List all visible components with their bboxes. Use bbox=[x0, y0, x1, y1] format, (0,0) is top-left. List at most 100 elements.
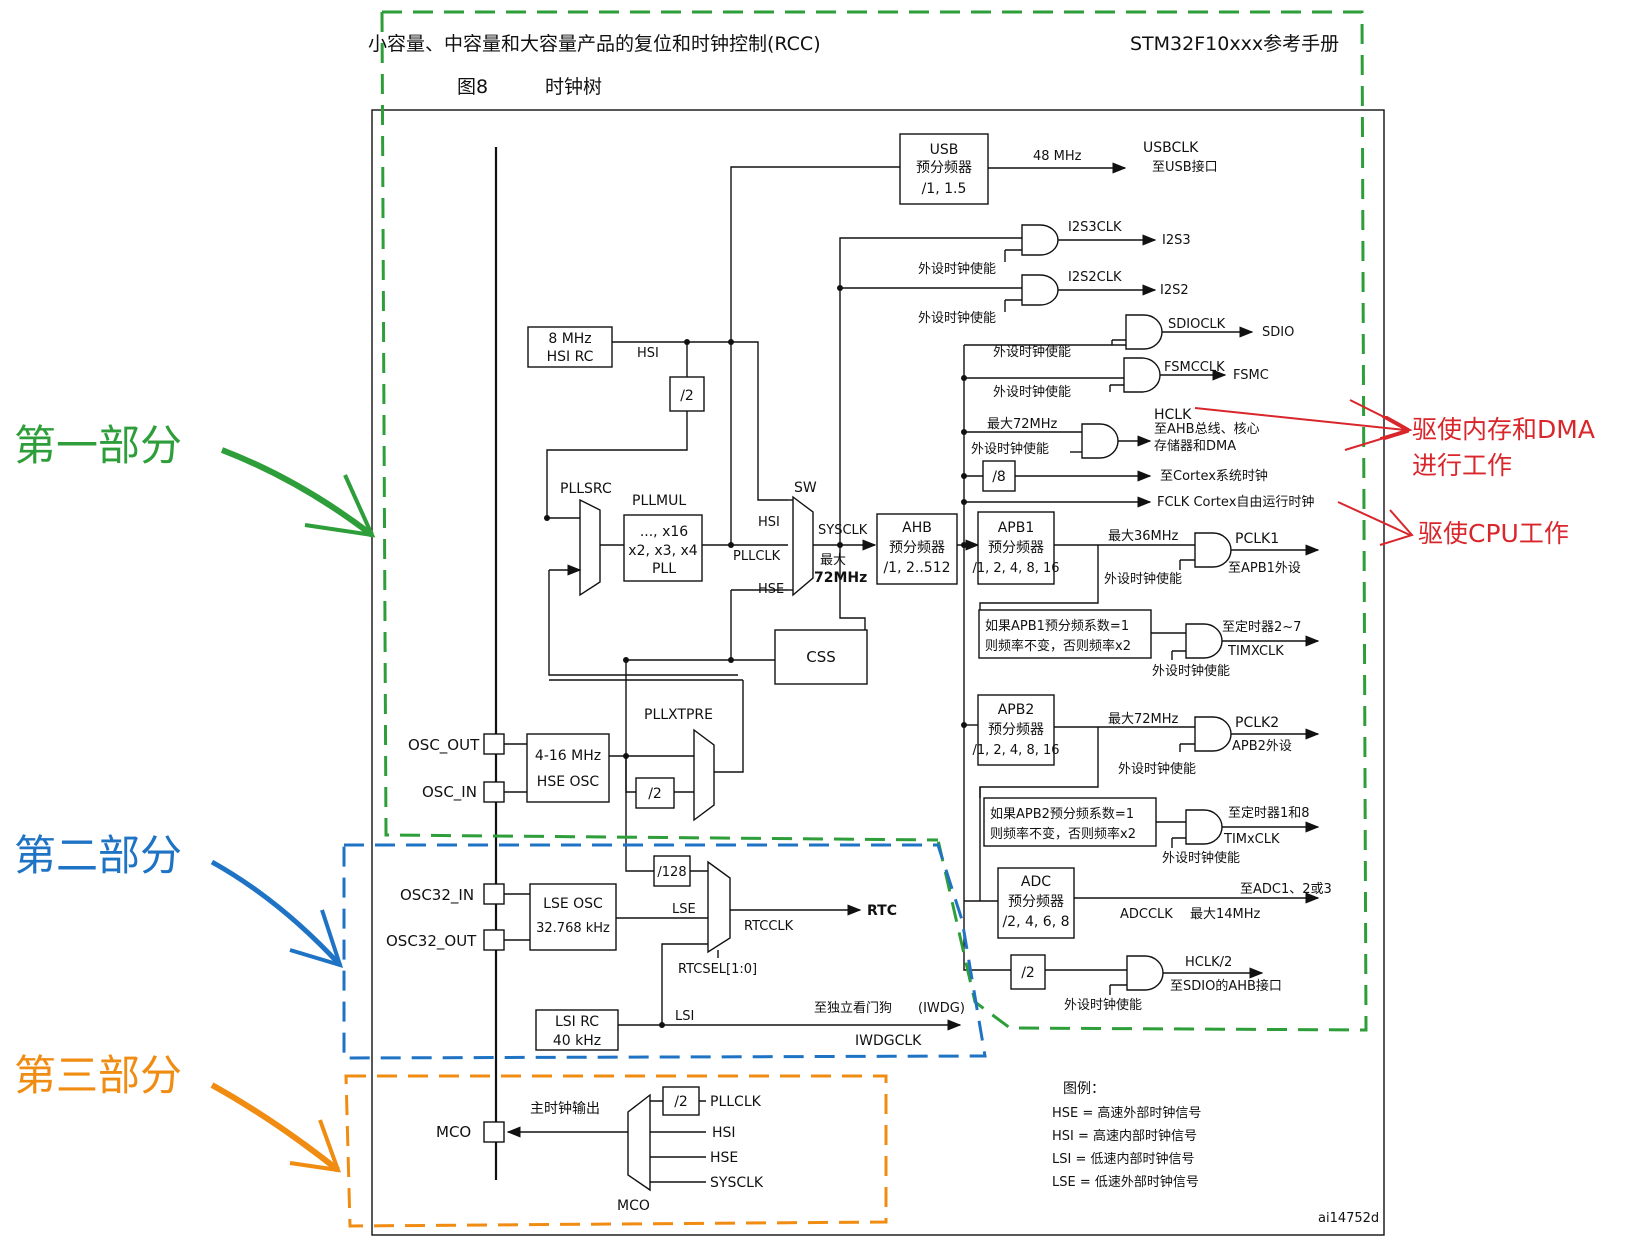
sysclk-label: SYSCLK bbox=[818, 523, 868, 538]
sdioclk-label: SDIOCLK bbox=[1168, 317, 1226, 332]
rtcsel-mux bbox=[707, 860, 731, 954]
lse-div128-label: /128 bbox=[657, 865, 686, 880]
apb2-label-2: 预分频器 bbox=[988, 722, 1044, 738]
part3-region bbox=[344, 1074, 888, 1228]
pll-label-1: ..., x16 bbox=[640, 524, 688, 540]
i2s2-en: 外设时钟使能 bbox=[918, 310, 996, 326]
figure-ref: ai14752d bbox=[1318, 1211, 1379, 1226]
iwdg-label: (IWDG) bbox=[918, 1001, 965, 1016]
header-right: STM32F10xxx参考手册 bbox=[1130, 33, 1339, 55]
css-label: CSS bbox=[806, 648, 836, 666]
cortex-sys-label: 至Cortex系统时钟 bbox=[1160, 468, 1268, 484]
adc-label-3: /2, 4, 6, 8 bbox=[1002, 914, 1069, 930]
hclk-en: 外设时钟使能 bbox=[971, 441, 1049, 457]
hsi-rc-box bbox=[527, 326, 613, 368]
pllxtpre-label: PLLXTPRE bbox=[644, 707, 713, 723]
osc32-in-pin bbox=[483, 883, 505, 905]
fclk-note-arrow bbox=[1337, 501, 1411, 536]
osc-in-pin bbox=[483, 781, 505, 803]
mco-select-label: MCO bbox=[617, 1198, 650, 1214]
rtcclk-label: RTCCLK bbox=[744, 919, 794, 934]
adc-label-2: 预分频器 bbox=[1008, 894, 1064, 910]
i2s3-en: 外设时钟使能 bbox=[918, 261, 996, 277]
adcclk-label: ADCCLK bbox=[1120, 907, 1173, 922]
fsmcclk-label: FSMCCLK bbox=[1164, 360, 1225, 375]
pclk1-en: 外设时钟使能 bbox=[1104, 571, 1182, 587]
hse-osc-label-2: HSE OSC bbox=[537, 774, 600, 790]
hclk2-en: 外设时钟使能 bbox=[1064, 997, 1142, 1013]
i2s3clk-label: I2S3CLK bbox=[1068, 220, 1122, 235]
lsi-line-label: LSI bbox=[675, 1009, 694, 1024]
part2-arrow bbox=[210, 859, 342, 967]
hsi-line-label: HSI bbox=[637, 346, 659, 361]
hclk2-label: HCLK/2 bbox=[1185, 955, 1232, 970]
sysclk-max: 最大 bbox=[820, 553, 846, 568]
osc32-out-label: OSC32_OUT bbox=[386, 932, 477, 951]
hclk-gate bbox=[1081, 423, 1119, 459]
sw-mux bbox=[792, 495, 814, 597]
hclk-div2-label: /2 bbox=[1021, 965, 1035, 981]
i2s2-gate bbox=[1021, 274, 1059, 306]
lse-osc-box bbox=[529, 883, 617, 951]
osc-in-label: OSC_IN bbox=[422, 783, 477, 802]
timxclk-label: TIMXCLK bbox=[1227, 644, 1284, 659]
hclk-to-1: 至AHB总线、核心 bbox=[1154, 422, 1260, 437]
i2s3-gate bbox=[1021, 224, 1059, 256]
hclk-note-2: 进行工作 bbox=[1412, 451, 1512, 480]
legend-title: 图例： bbox=[1063, 1081, 1105, 1097]
hclk-div2-box bbox=[1010, 954, 1046, 990]
tim27-note-2: 则频率不变，否则频率x2 bbox=[985, 638, 1131, 654]
mco-out-label: 主时钟输出 bbox=[530, 1100, 600, 1117]
tim18-to: 至定时器1和8 bbox=[1228, 806, 1310, 821]
pllsrc-mux bbox=[579, 498, 601, 597]
usb-prescaler-box bbox=[899, 133, 989, 205]
lsi-rc-label-1: LSI RC bbox=[555, 1014, 599, 1030]
pclk2-en: 外设时钟使能 bbox=[1118, 761, 1196, 777]
fsmc-label: FSMC bbox=[1233, 368, 1269, 383]
hclk-to-2: 存储器和DMA bbox=[1154, 439, 1236, 454]
pllxtpre-mux bbox=[693, 728, 715, 822]
osc-out-label: OSC_OUT bbox=[408, 736, 480, 755]
css-box bbox=[774, 629, 868, 685]
osc32-out-pin bbox=[483, 929, 505, 951]
i2s2-label: I2S2 bbox=[1160, 283, 1189, 298]
lse-osc-label-1: LSE OSC bbox=[543, 896, 603, 912]
hclk-max: 最大72MHz bbox=[987, 417, 1058, 432]
ahb-label-1: AHB bbox=[902, 520, 932, 536]
tim18-note-1: 如果APB2预分频系数=1 bbox=[990, 806, 1134, 822]
apb2-prescaler-box bbox=[977, 694, 1055, 766]
tim18-note-box bbox=[983, 797, 1157, 847]
hse-div2-label: /2 bbox=[648, 786, 662, 802]
fclk-note: 驱使CPU工作 bbox=[1418, 519, 1569, 548]
legend-lse: LSE = 低速外部时钟信号 bbox=[1052, 1174, 1199, 1190]
i2s2clk-label: I2S2CLK bbox=[1068, 270, 1122, 285]
tim27-gate bbox=[1185, 623, 1223, 659]
sdio-gate bbox=[1125, 314, 1163, 350]
pll-label-3: PLL bbox=[652, 561, 676, 577]
hse-osc-label-1: 4-16 MHz bbox=[535, 748, 601, 764]
iwdgclk-label: IWDGCLK bbox=[855, 1033, 922, 1049]
part2-label: 第二部分 bbox=[14, 831, 182, 880]
fclk-label: FCLK Cortex自由运行时钟 bbox=[1157, 494, 1314, 510]
adc-label-1: ADC bbox=[1021, 874, 1051, 890]
mco-div2-box bbox=[662, 1086, 700, 1116]
rtc-label: RTC bbox=[867, 903, 897, 919]
figure-number: 图8 bbox=[457, 76, 488, 98]
apb1-max: 最大36MHz bbox=[1108, 529, 1179, 544]
lse-line-label: LSE bbox=[672, 902, 696, 917]
ahb-label-3: /1, 2..512 bbox=[883, 560, 950, 576]
mco-mux bbox=[627, 1093, 651, 1192]
tim27-en: 外设时钟使能 bbox=[1152, 663, 1230, 679]
apb2-label-1: APB2 bbox=[998, 702, 1035, 718]
hsi-rc-label-2: HSI RC bbox=[547, 349, 594, 365]
apb1-prescaler-box bbox=[977, 511, 1055, 585]
mco-sysclk-label: SYSCLK bbox=[710, 1175, 764, 1191]
pclk2-label: PCLK2 bbox=[1235, 715, 1279, 731]
mco-hsi-label: HSI bbox=[712, 1125, 736, 1141]
osc-out-pin bbox=[483, 733, 505, 755]
div8-label: /8 bbox=[992, 469, 1006, 485]
pll-box bbox=[623, 514, 703, 582]
tim27-to: 至定时器2~7 bbox=[1222, 620, 1301, 635]
lsi-rc-label-2: 40 kHz bbox=[553, 1033, 601, 1049]
hse-osc-box bbox=[526, 733, 610, 803]
